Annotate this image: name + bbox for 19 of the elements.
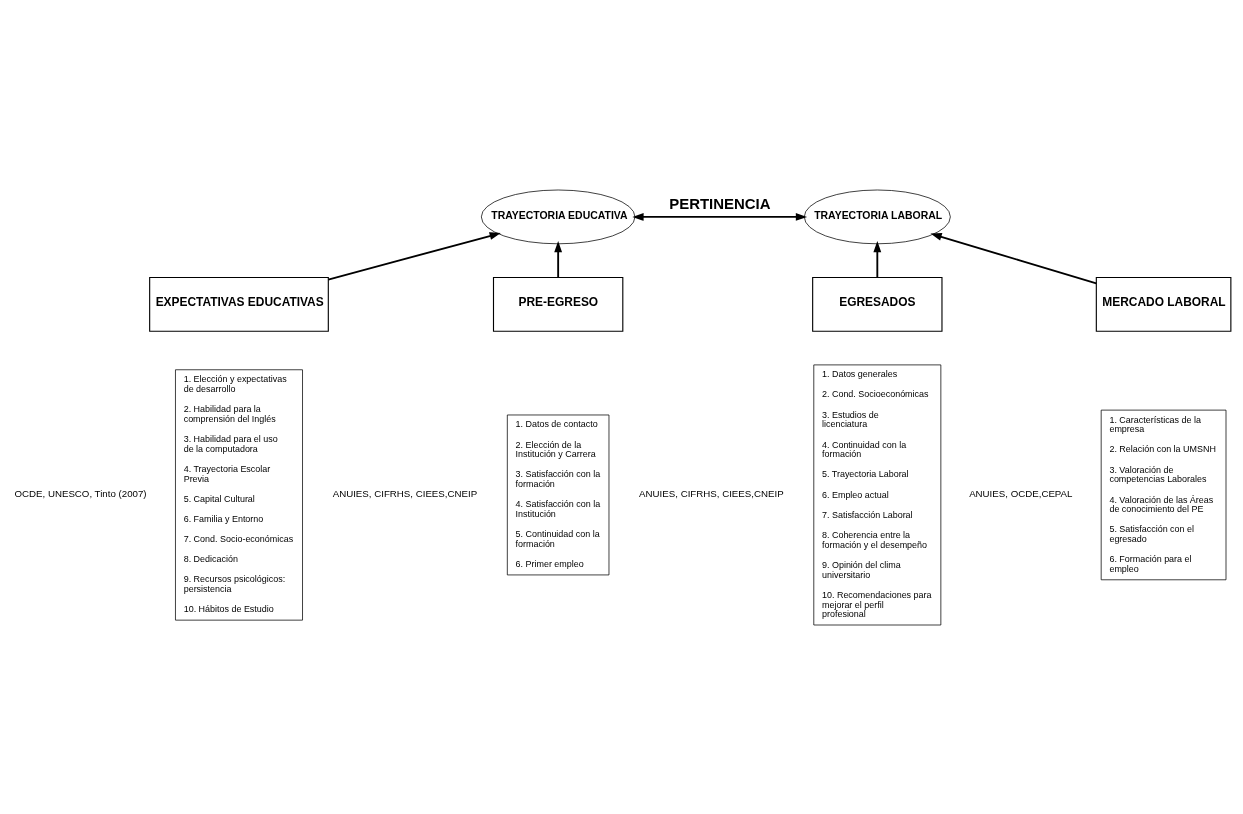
label: OCDE, UNESCO, Tinto (2007) [14, 487, 147, 499]
node-box: EXPECTATIVAS EDUCATIVAS [149, 276, 329, 332]
arrow [554, 240, 563, 278]
node-ellipse: TRAYECTORIA EDUCATIVA [480, 189, 636, 244]
node-box: MERCADO LABORAL [1095, 276, 1232, 332]
label: ANUIES, CIFRHS, CIEES,CNEIP [639, 487, 784, 499]
label: ANUIES, OCDE,CEPAL [969, 487, 1073, 499]
arrow [873, 240, 882, 278]
node-box: PRE-EGRESO [492, 276, 624, 332]
label: ANUIES, CIFRHS, CIEES,CNEIP [332, 487, 478, 499]
node-box: EGRESADOS [812, 276, 943, 332]
node-box: 1. Características de la empresa 2. Relación con la UMSNH 3. Valoración de competencias Laborales 4. Valoración de las Áreas de conocimiento del PE 5. Satisfacción con el egresado 6. Formación para el empleo [1100, 409, 1227, 580]
arrow [327, 231, 501, 280]
arrow [930, 232, 1098, 284]
node-box: 1. Elección y expectativas de desarrollo 2. Habilidad para la comprensión del Inglés 3. Habilidad para el uso de la computadora 4. Trayectoria Escolar Previa 5. Capital Cultural 6. Familia y Entorno 7. Cond. Socio-económicas 8. Dedicación 9. Recursos psicológicos: persistencia 10. Hábitos de Estudio [175, 368, 303, 621]
edge-label: PERTINENCIA [669, 194, 771, 212]
arrow [632, 212, 808, 221]
node-box: 1. Datos generales 2. Cond. Socioeconómicas 3. Estudios de licenciatura 4. Continuidad con la formación 5. Trayectoria Laboral 6. Empleo actual 7. Satisfacción Laboral 8. Coherencia entre la formación y el desempeño 9. Opinión del clima universitario 10. Recomendaciones para mejorar el perfil profesional [813, 364, 942, 625]
node-box: 1. Datos de contacto 2. Elección de la Institución y Carrera 3. Satisfacción con la formación 4. Satisfacción con la Institución 5. Continuidad con la formación 6. Primer empleo [506, 414, 610, 575]
